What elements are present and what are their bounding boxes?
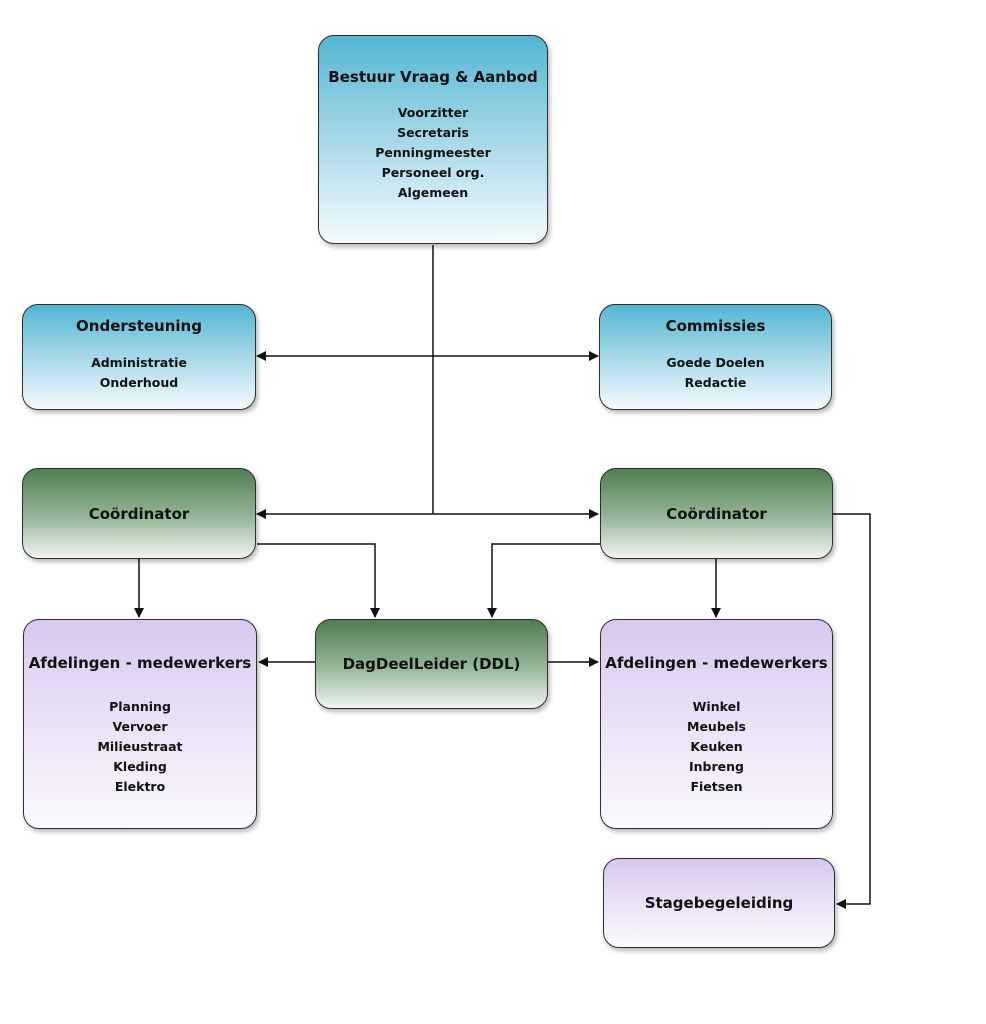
- department-item: Planning: [109, 699, 171, 714]
- support-item: Onderhoud: [99, 375, 179, 390]
- departments-right-title: Afdelingen - medewerkers: [605, 654, 828, 672]
- department-item: Vervoer: [112, 719, 168, 734]
- committees-box: Commissies Goede Doelen Redactie: [599, 304, 832, 410]
- coordinator-left-box: Coördinator: [22, 468, 256, 559]
- department-item: Elektro: [114, 779, 166, 794]
- department-item: Winkel: [692, 699, 741, 714]
- departments-left-box: Afdelingen - medewerkers Planning Vervoe…: [23, 619, 257, 829]
- departments-right-box: Afdelingen - medewerkers Winkel Meubels …: [600, 619, 833, 829]
- department-item: Keuken: [690, 739, 743, 754]
- arrow-coordright-to-internship: [833, 513, 871, 909]
- departments-left-title: Afdelingen - medewerkers: [28, 654, 252, 672]
- board-item: Algemeen: [397, 185, 469, 200]
- support-items: Administratie Onderhoud: [23, 353, 255, 393]
- department-item: Milieustraat: [97, 739, 183, 754]
- department-item: Inbreng: [689, 759, 744, 774]
- department-item: Meubels: [687, 719, 746, 734]
- board-item: Secretaris: [397, 125, 469, 140]
- support-box: Ondersteuning Administratie Onderhoud: [22, 304, 256, 410]
- committees-title: Commissies: [665, 317, 766, 335]
- committees-item: Goede Doelen: [666, 355, 765, 370]
- board-box: Bestuur Vraag & Aanbod Voorzitter Secret…: [318, 35, 548, 244]
- committees-items: Goede Doelen Redactie: [600, 353, 831, 393]
- ddl-box: DagDeelLeider (DDL): [315, 619, 548, 709]
- coordinator-left-title: Coördinator: [88, 504, 190, 523]
- support-item: Administratie: [91, 355, 187, 370]
- board-title: Bestuur Vraag & Aanbod: [328, 68, 538, 86]
- internship-box: Stagebegeleiding: [603, 858, 835, 948]
- coordinator-right-title: Coördinator: [666, 504, 767, 523]
- department-item: Kleding: [113, 759, 167, 774]
- board-item: Voorzitter: [397, 105, 469, 120]
- board-items: Voorzitter Secretaris Penningmeester Per…: [319, 103, 547, 203]
- department-item: Fietsen: [690, 779, 743, 794]
- departments-right-items: Winkel Meubels Keuken Inbreng Fietsen: [601, 697, 832, 797]
- internship-title: Stagebegeleiding: [644, 894, 794, 912]
- board-item: Personeel org.: [381, 165, 485, 180]
- board-item: Penningmeester: [375, 145, 491, 160]
- support-title: Ondersteuning: [76, 317, 202, 335]
- ddl-title: DagDeelLeider (DDL): [342, 655, 521, 673]
- committees-item: Redactie: [684, 375, 747, 390]
- coordinator-right-box: Coördinator: [600, 468, 833, 559]
- departments-left-items: Planning Vervoer Milieustraat Kleding El…: [24, 697, 256, 797]
- arrow-coordleft-to-ddl: [257, 543, 380, 618]
- arrow-coordright-to-ddl: [487, 543, 600, 618]
